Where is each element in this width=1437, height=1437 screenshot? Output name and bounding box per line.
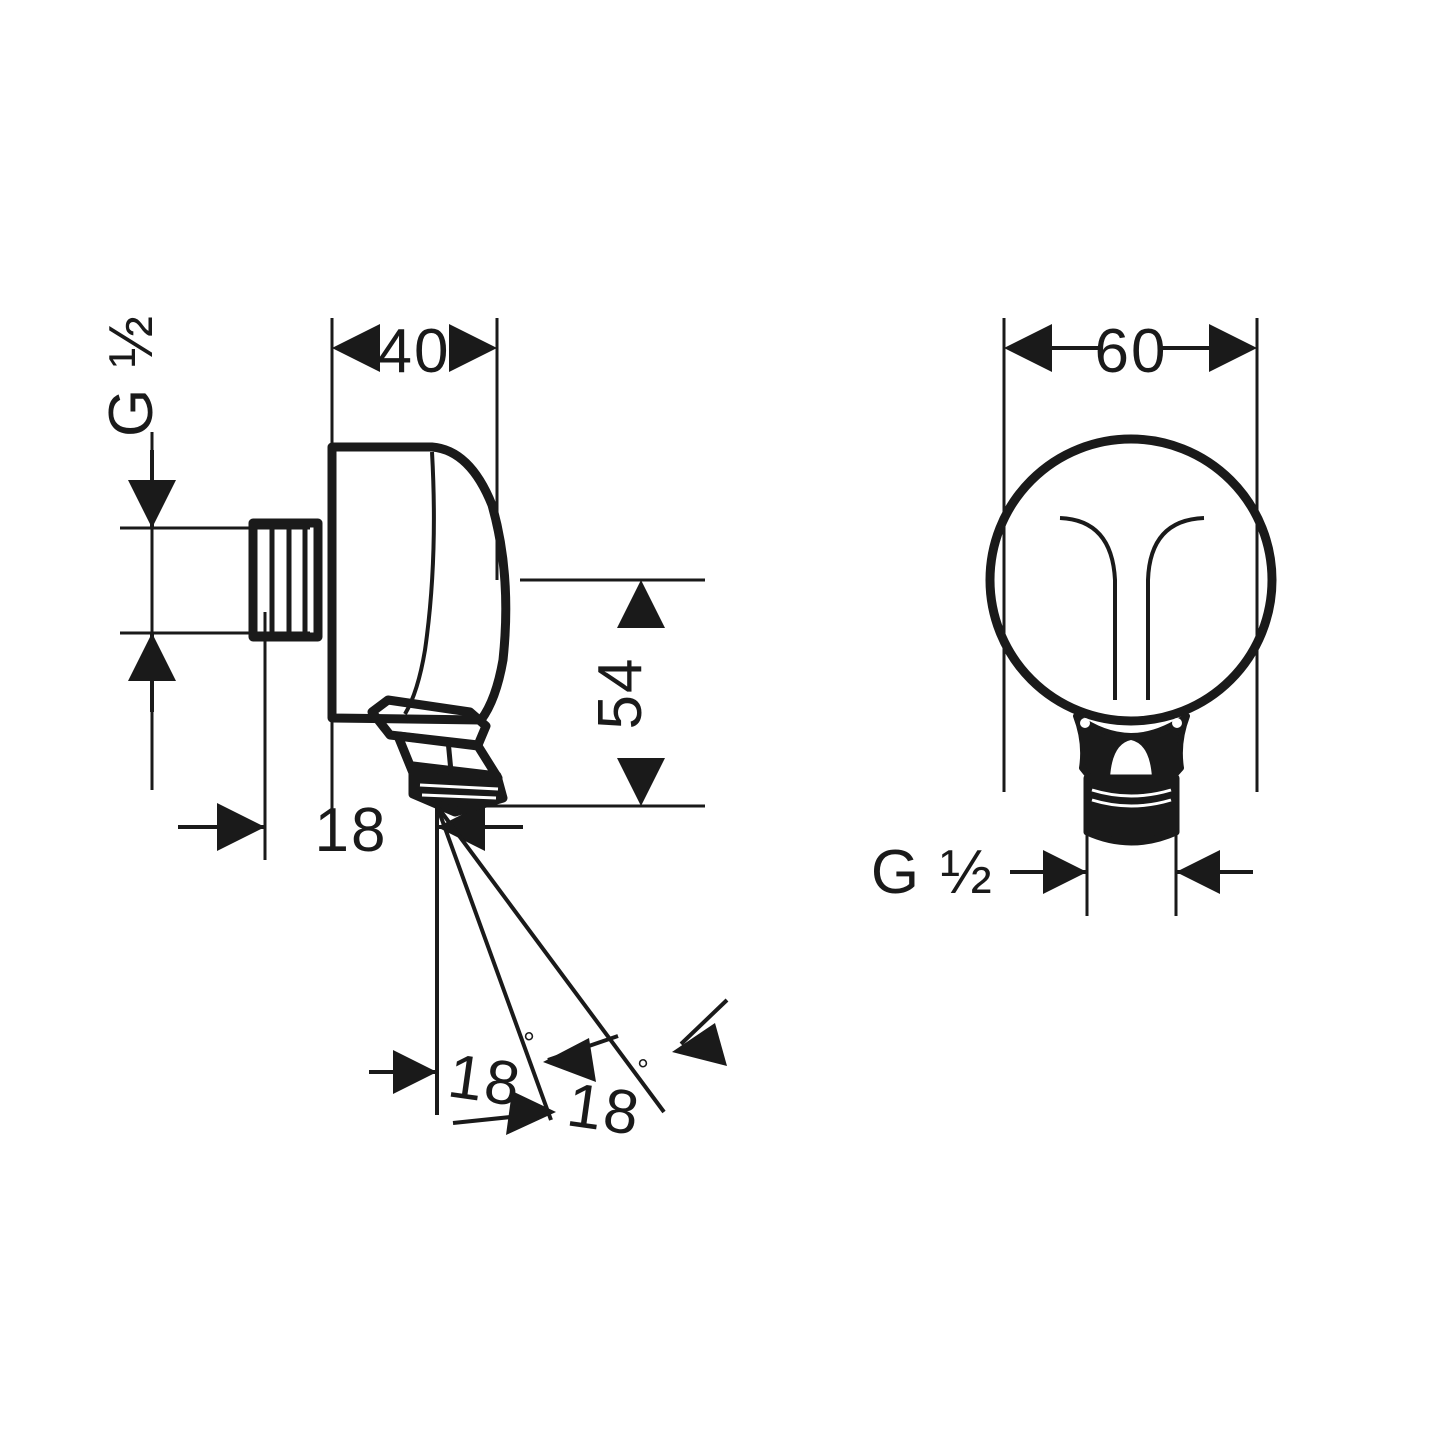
arrow-left-icon <box>1004 324 1052 372</box>
outlet-swivel-saddle <box>1073 713 1190 781</box>
arrow-left-icon <box>437 803 485 851</box>
escutcheon-body-outline <box>327 442 511 725</box>
thread-hatch-lines <box>269 527 308 633</box>
escutcheon-inner-curve <box>403 451 436 716</box>
arrow-right-icon <box>1209 324 1257 372</box>
arrow-down-icon <box>128 480 176 528</box>
escutcheon-inner-funnel <box>1059 516 1205 700</box>
dim-g-half-outlet: G ½ <box>871 838 1253 907</box>
dim-40-width: 40 <box>332 317 497 386</box>
arrow-right-icon <box>217 803 265 851</box>
saddle-arch-cutout <box>1110 740 1152 778</box>
outlet-nozzle-side <box>367 695 508 817</box>
arrow-up-icon <box>128 633 176 681</box>
swivel-line-outer <box>435 804 666 1114</box>
nozzle-rib <box>445 739 455 783</box>
swivel-line-mid <box>435 805 553 1121</box>
dim-label-18: 18 <box>315 796 388 865</box>
arrow-left-icon <box>543 1038 596 1082</box>
arrow-left-icon <box>672 1023 727 1066</box>
escutcheon-plate-circle <box>985 434 1277 726</box>
dim-18-offset: 18 <box>178 796 523 865</box>
side-view-group: G ½ 40 54 18 <box>97 314 729 1149</box>
dim-60-diameter: 60 <box>1004 317 1257 386</box>
screw-dot-right <box>1172 718 1182 728</box>
nozzle-cylinder <box>1083 774 1180 846</box>
swivel-range-lines <box>435 804 666 1121</box>
dim-label-54: 54 <box>586 657 655 730</box>
arrow-up-icon <box>617 580 665 628</box>
arrow-down-icon <box>617 758 665 806</box>
nozzle-collar <box>367 695 491 750</box>
arrow-right-icon <box>449 324 497 372</box>
dim-label-60: 60 <box>1095 317 1168 386</box>
angle-label-b: 18 <box>563 1071 645 1149</box>
angle-degree-symbol-a: ° <box>523 1027 535 1060</box>
arrow-left-icon <box>332 324 380 372</box>
arrow-right-icon <box>1043 850 1087 894</box>
arrow-right-icon <box>393 1050 437 1094</box>
arrow-right-icon <box>506 1091 556 1135</box>
arrow-left-icon <box>1176 850 1220 894</box>
nozzle-ring-lines <box>1091 788 1172 808</box>
front-view-group: 60 <box>871 317 1277 916</box>
dim-label-40: 40 <box>378 317 451 386</box>
dim-54-height: 54 <box>586 580 665 806</box>
outlet-nozzle-front <box>1083 774 1180 846</box>
dim-g-half-inlet: G ½ <box>97 314 176 712</box>
wall-outlet-side-profile <box>248 442 511 725</box>
screw-dot-left <box>1080 718 1090 728</box>
dim-label-g-half-outlet: G ½ <box>871 838 994 907</box>
angle-annotation-b: 18 ° <box>452 998 729 1149</box>
angle-degree-symbol-b: ° <box>637 1054 649 1087</box>
nozzle-knurl-lines <box>419 783 499 800</box>
dim-label-g-half-inlet: G ½ <box>97 314 166 437</box>
inlet-thread-body <box>248 518 323 642</box>
nozzle-end-cap <box>408 761 508 817</box>
